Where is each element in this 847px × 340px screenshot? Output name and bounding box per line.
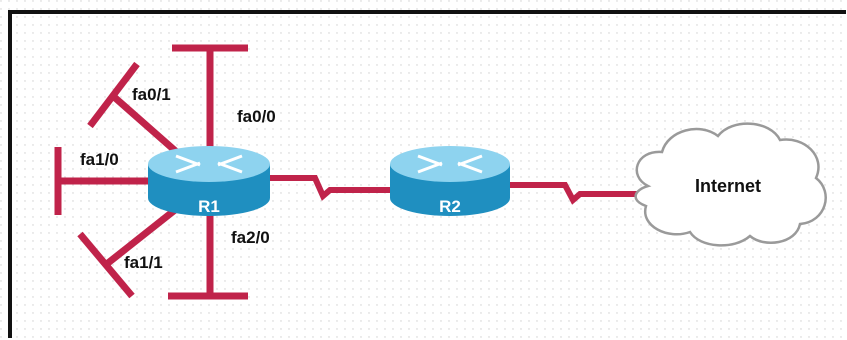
router-r2-top	[390, 146, 510, 182]
interface-label-fa2-0: fa2/0	[231, 228, 270, 247]
router-r1-top	[148, 146, 270, 182]
serial-link-r2-internet	[508, 182, 640, 205]
interface-label-fa1-0: fa1/0	[80, 150, 119, 169]
router-r2-label: R2	[439, 197, 461, 216]
lan-segment-fa1-1	[105, 203, 183, 266]
interface-label-fa0-0: fa0/0	[237, 107, 276, 126]
router-r1: R1	[148, 146, 270, 216]
router-r1-label: R1	[198, 197, 220, 216]
lan-bar-fa0-1	[87, 61, 140, 129]
internet-cloud: Internet	[634, 122, 827, 247]
lan-bar-fa1-1	[77, 231, 135, 299]
router-r2: R2	[390, 146, 510, 216]
lan-segment-fa0-1	[110, 93, 183, 158]
interface-label-fa0-1: fa0/1	[132, 85, 171, 104]
diagram-frame	[8, 10, 846, 338]
router-arrows-icon	[175, 154, 243, 174]
router-arrows-icon	[417, 154, 483, 174]
cloud-icon	[634, 122, 827, 247]
serial-link-r1-r2	[262, 175, 398, 201]
cloud-label: Internet	[695, 176, 761, 196]
interface-label-fa1-1: fa1/1	[124, 253, 163, 272]
